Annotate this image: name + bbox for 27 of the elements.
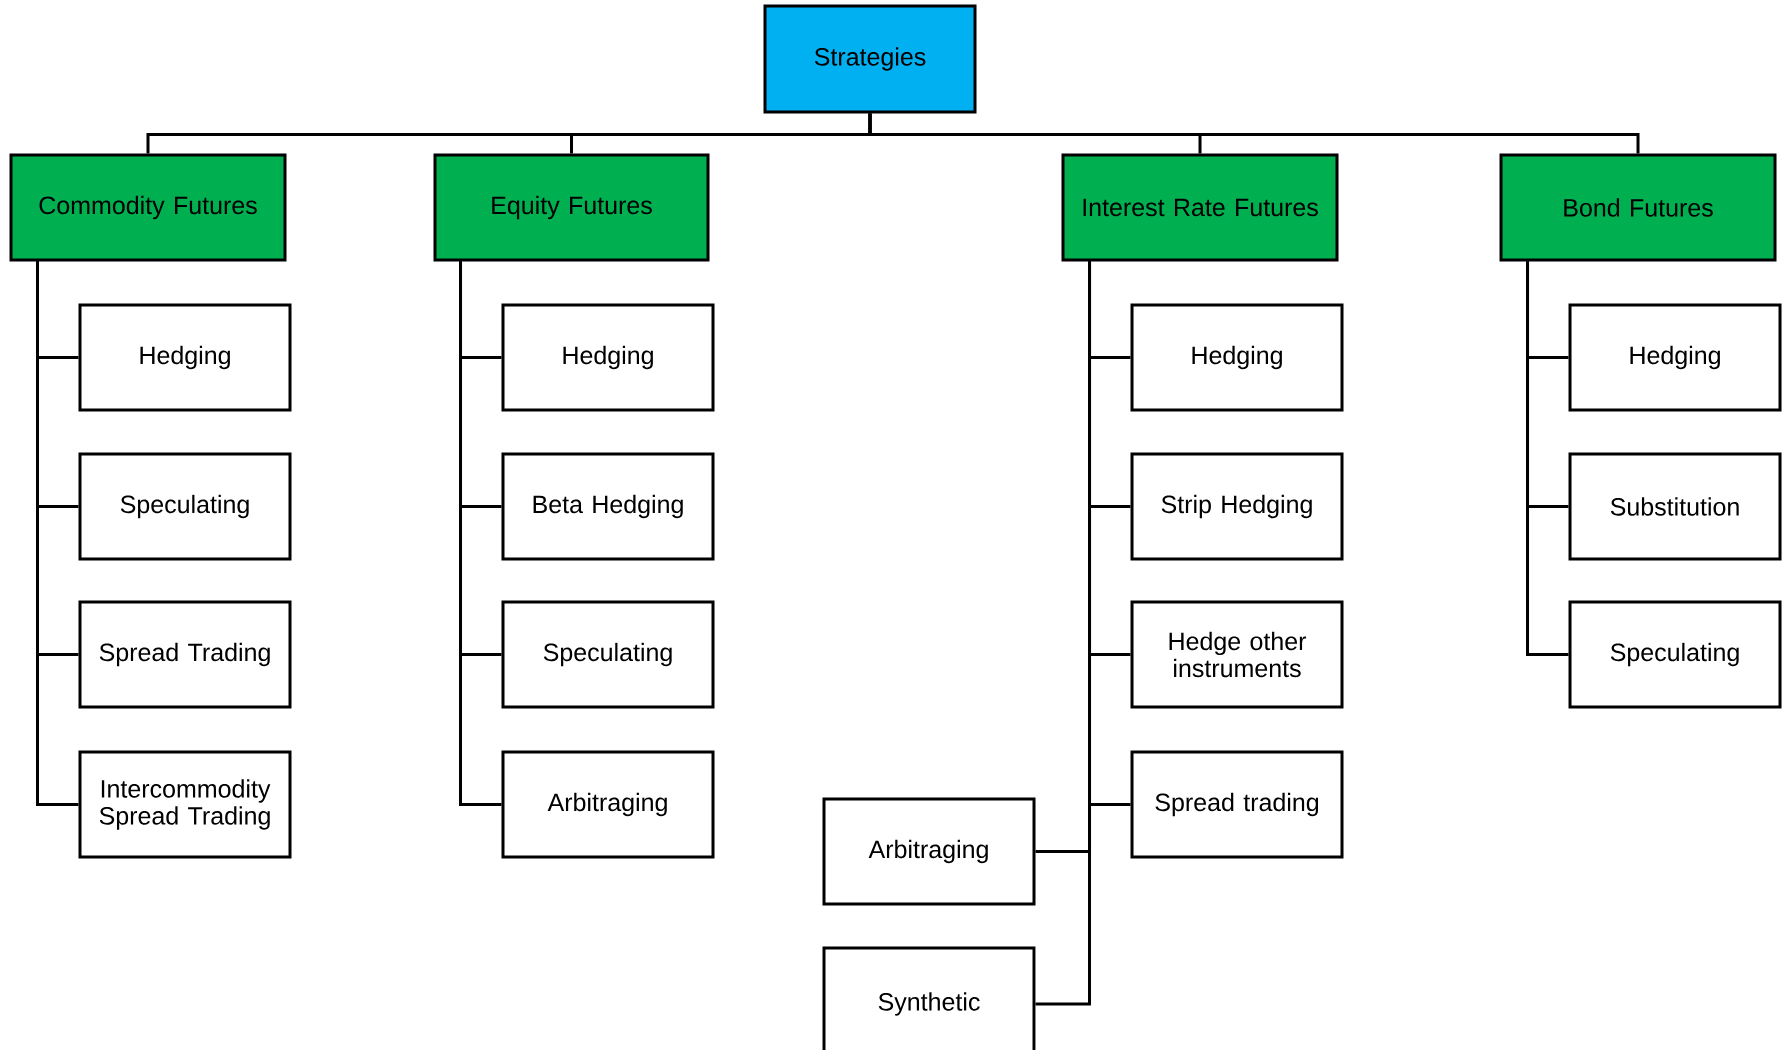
strategy-box: Hedging [78, 303, 292, 412]
strategy-box: Hedging [501, 303, 715, 412]
strategy-box: Speculating [78, 452, 292, 561]
strategy-box: Beta Hedging [501, 452, 715, 561]
category-box: Interest Rate Futures [1061, 153, 1339, 262]
connector-line [459, 261, 502, 806]
strategy-box: Hedging [1568, 303, 1782, 412]
connector-line [36, 261, 79, 806]
strategy-box: Arbitraging [822, 797, 1036, 906]
strategy-box: Spread Trading [78, 600, 292, 709]
strategy-box: Intercommodity Spread Trading [78, 750, 292, 859]
connector-line [868, 113, 1640, 154]
root-box: Strategies [763, 4, 977, 114]
strategy-box: Strip Hedging [1130, 452, 1344, 561]
strategy-box: Synthetic [822, 946, 1036, 1050]
strategy-box: Hedge other instruments [1130, 600, 1344, 709]
strategy-box: Arbitraging [501, 750, 715, 859]
strategy-box: Speculating [501, 600, 715, 709]
connector-line [1526, 261, 1569, 656]
category-box: Commodity Futures [9, 153, 287, 262]
strategy-box: Substitution [1568, 452, 1782, 561]
category-box: Bond Futures [1499, 153, 1777, 262]
strategy-box: Spread trading [1130, 750, 1344, 859]
strategy-box: Speculating [1568, 600, 1782, 709]
connector-line [1035, 261, 1091, 1006]
category-box: Equity Futures [433, 153, 710, 262]
strategy-box: Hedging [1130, 303, 1344, 412]
